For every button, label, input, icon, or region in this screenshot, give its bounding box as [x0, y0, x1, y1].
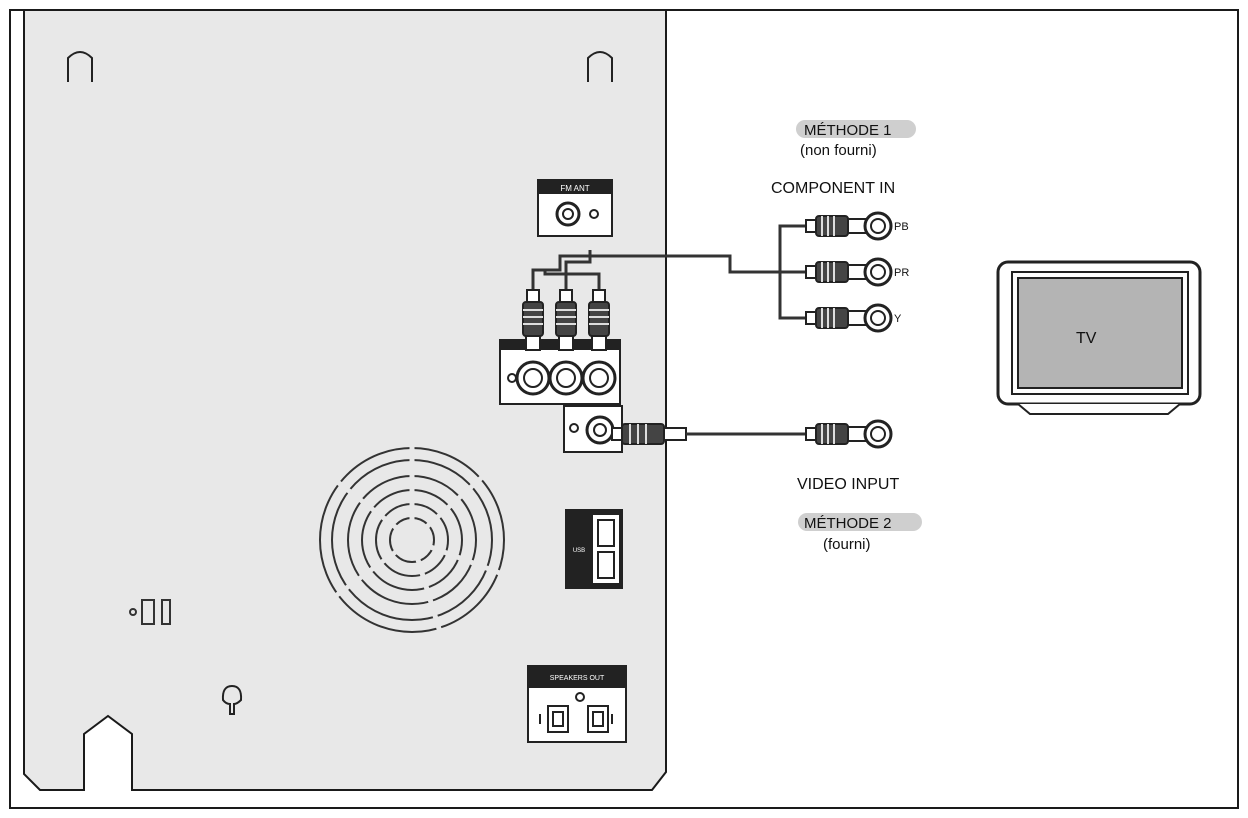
method2-highlight [798, 513, 922, 531]
speaker-terminals: SPEAKERS OUT [527, 665, 627, 743]
method1-note: (non fourni) [800, 142, 877, 159]
fm-ant-label: FM ANT [560, 184, 589, 193]
method1-title: MÉTHODE 1 [804, 122, 892, 139]
method2-note: (fourni) [823, 536, 871, 553]
video-cable [611, 419, 893, 449]
method2-title: MÉTHODE 2 [804, 515, 892, 532]
small-switch [129, 599, 171, 625]
jack-label-pr: PR [894, 267, 909, 279]
hanger-slot-left [67, 51, 93, 82]
tv-label: TV [1076, 330, 1097, 347]
component-cable [531, 224, 806, 320]
component-plugs-unit [522, 289, 610, 351]
method1-highlight [796, 120, 916, 138]
jack-label-y: Y [894, 313, 902, 325]
component-in-heading: COMPONENT IN [771, 180, 895, 197]
fm-antenna-jack: FM ANT [537, 179, 613, 237]
video-input-heading: VIDEO INPUT [797, 476, 899, 493]
jack-label-pb: PB [894, 221, 909, 233]
unit-rear-panel [23, 9, 667, 791]
tv-set [996, 260, 1202, 415]
hook-slot [221, 684, 243, 715]
speaker-label: SPEAKERS OUT [550, 675, 605, 682]
hanger-slot-right [587, 51, 613, 82]
usb-ports: USB [565, 509, 623, 589]
component-plugs-tv [804, 211, 893, 333]
usb-label: USB [573, 548, 585, 554]
fan-spokes [328, 440, 506, 633]
